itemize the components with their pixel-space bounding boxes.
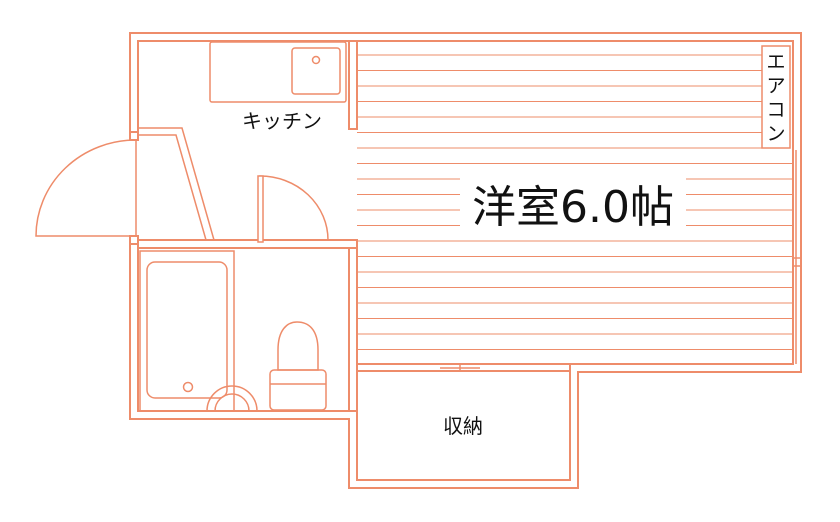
- western-room-label-bg: [460, 178, 686, 232]
- window-marks: [440, 150, 801, 372]
- entrance-door: [35, 127, 215, 241]
- storage-label: 収納: [443, 414, 483, 438]
- flooring-lines: [357, 54, 793, 350]
- kitchen-label: キッチン: [242, 109, 322, 133]
- washbasin: [206, 385, 258, 412]
- aircon-char-2: ア: [766, 75, 785, 97]
- aircon-char-1: エ: [766, 51, 785, 73]
- aircon-unit: エ ア コ ン: [761, 45, 791, 149]
- western-room-label: 洋室6.0帖: [472, 182, 674, 233]
- aircon-char-4: ン: [766, 123, 785, 145]
- aircon-char-3: コ: [766, 99, 785, 121]
- bath-door: [257, 175, 329, 243]
- toilet: [269, 321, 327, 411]
- kitchen-counter: [209, 41, 347, 103]
- bathtub: [139, 250, 235, 412]
